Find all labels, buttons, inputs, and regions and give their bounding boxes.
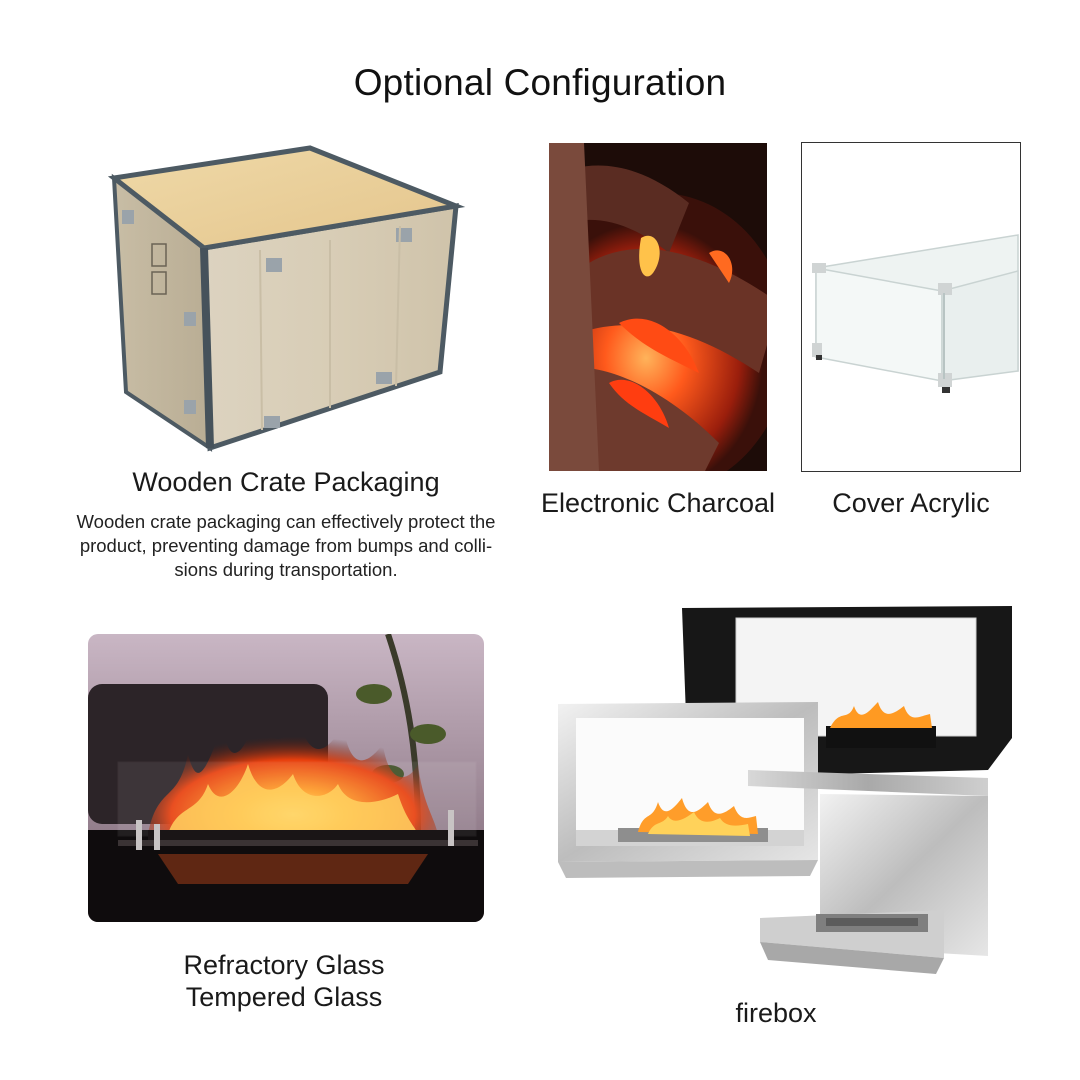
page-title: Optional Configuration	[353, 62, 727, 103]
description-line: Wooden crate packaging can effectively p…	[76, 511, 496, 532]
wooden-crate-description: Wooden crate packaging can effectively p…	[60, 510, 512, 582]
wooden-crate-image	[100, 140, 470, 460]
description-line: product, preventing damage from bumps an…	[79, 535, 493, 556]
refractory-glass-label: Refractory Glass	[183, 950, 385, 980]
cover-acrylic-label: Cover Acrylic	[832, 488, 990, 518]
firebox-label: firebox	[735, 998, 817, 1028]
description-line: sions during transportation.	[174, 559, 398, 580]
electronic-charcoal-image	[549, 143, 767, 471]
wooden-crate-label: Wooden Crate Packaging	[132, 467, 440, 497]
firebox-image	[548, 598, 1018, 996]
refractory-glass-image	[88, 634, 484, 922]
cover-acrylic-image	[801, 142, 1021, 472]
electronic-charcoal-label: Electronic Charcoal	[540, 488, 776, 518]
tempered-glass-label: Tempered Glass	[185, 982, 383, 1012]
